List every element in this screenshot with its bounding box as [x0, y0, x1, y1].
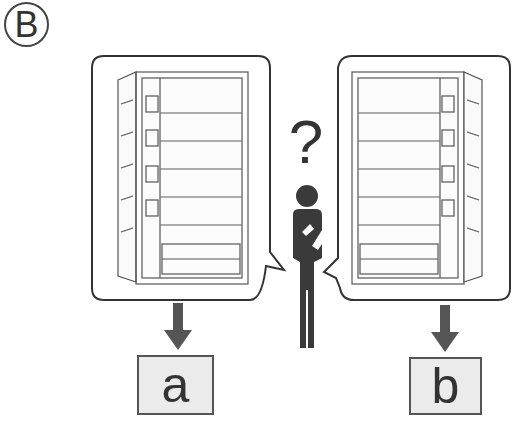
- option-letter: b: [432, 361, 460, 411]
- question-mark: ?: [289, 111, 323, 173]
- option-box: b: [409, 357, 482, 415]
- step-letter: B: [14, 7, 38, 43]
- option-box: a: [137, 355, 214, 415]
- step-circle: B: [4, 2, 49, 47]
- down-arrow: [164, 303, 459, 352]
- person-icon: [293, 185, 326, 348]
- fridge-drawing: [352, 72, 482, 284]
- fridge-drawing: [118, 72, 248, 284]
- option-letter: a: [162, 360, 190, 410]
- speech-bubble: [324, 56, 510, 300]
- speech-bubble: [92, 56, 284, 300]
